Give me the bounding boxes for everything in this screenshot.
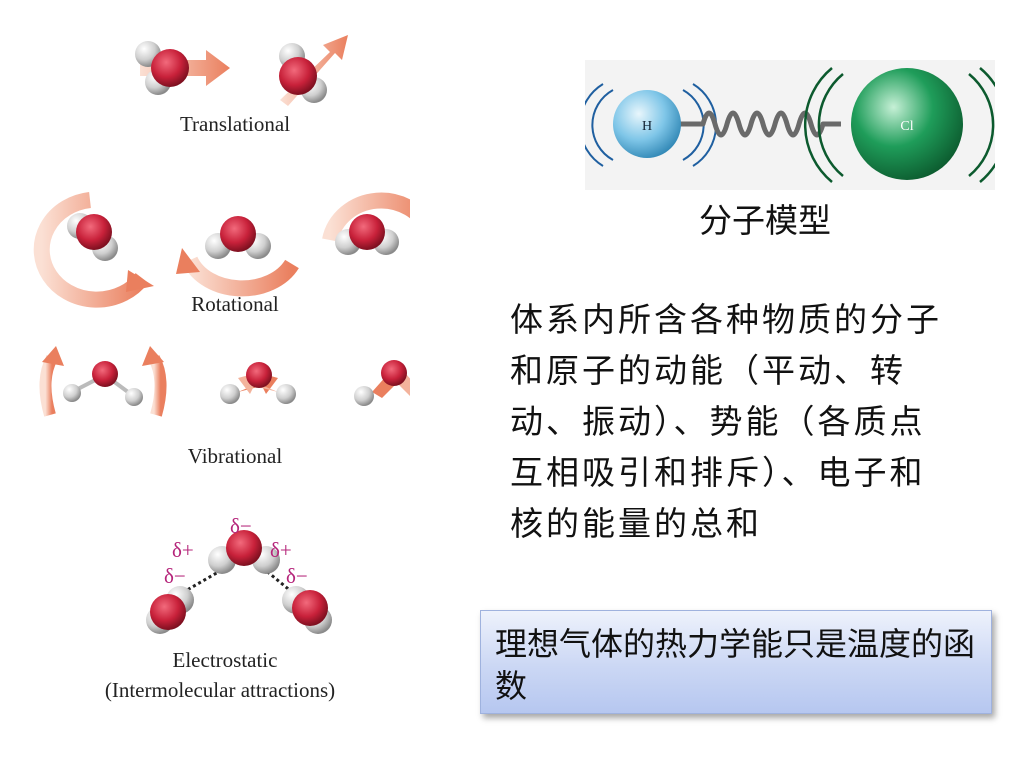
- translational-molecule-1: [135, 41, 230, 95]
- ideal-gas-note-box: 理想气体的热力学能只是温度的函数: [480, 610, 992, 714]
- rotational-molecule-1: [33, 192, 154, 308]
- ideal-gas-note-text: 理想气体的热力学能只是温度的函数: [495, 625, 976, 705]
- atom-label-cl: Cl: [900, 119, 913, 134]
- partial-charge-right-minus: δ−: [286, 564, 308, 588]
- hcl-spring-model: H Cl: [578, 60, 1008, 190]
- spring-model-illustration: H Cl: [578, 60, 1008, 190]
- partial-charge-top-minus: δ−: [230, 514, 252, 538]
- electrostatic-molecules: [146, 530, 332, 634]
- rotational-molecule-3: [322, 192, 438, 255]
- rotational-caption: Rotational: [191, 292, 279, 316]
- vibrational-molecule-2: [220, 362, 296, 404]
- vibrational-molecule-1: [39, 346, 167, 417]
- hydrogen-atom: [613, 90, 681, 158]
- partial-charge-left-minus: δ−: [164, 564, 186, 588]
- vibrational-molecule-3: [354, 360, 434, 406]
- intermolecular-attractions-caption: (Intermolecular attractions): [104, 678, 336, 702]
- partial-charge-left-plus: δ+: [172, 538, 194, 562]
- motion-illustration: [33, 35, 438, 634]
- vibrational-caption: Vibrational: [187, 444, 283, 468]
- internal-energy-description: 体系内所含各种物质的分子和原子的动能（平动、转动、振动）、势能（各质点互相吸引和…: [510, 300, 942, 543]
- partial-charge-right-plus: δ+: [270, 538, 292, 562]
- molecular-motion-figure: Translational Rotational Vibrational Ele…: [30, 20, 438, 720]
- translational-caption: Translational: [179, 112, 291, 136]
- molecular-model-title: 分子模型: [699, 201, 831, 240]
- chlorine-atom: [851, 68, 963, 180]
- translational-molecule-2: [279, 35, 348, 106]
- atom-label-h: H: [642, 119, 652, 134]
- electrostatic-caption: Electrostatic: [172, 648, 278, 672]
- rotational-molecule-2: [176, 216, 299, 297]
